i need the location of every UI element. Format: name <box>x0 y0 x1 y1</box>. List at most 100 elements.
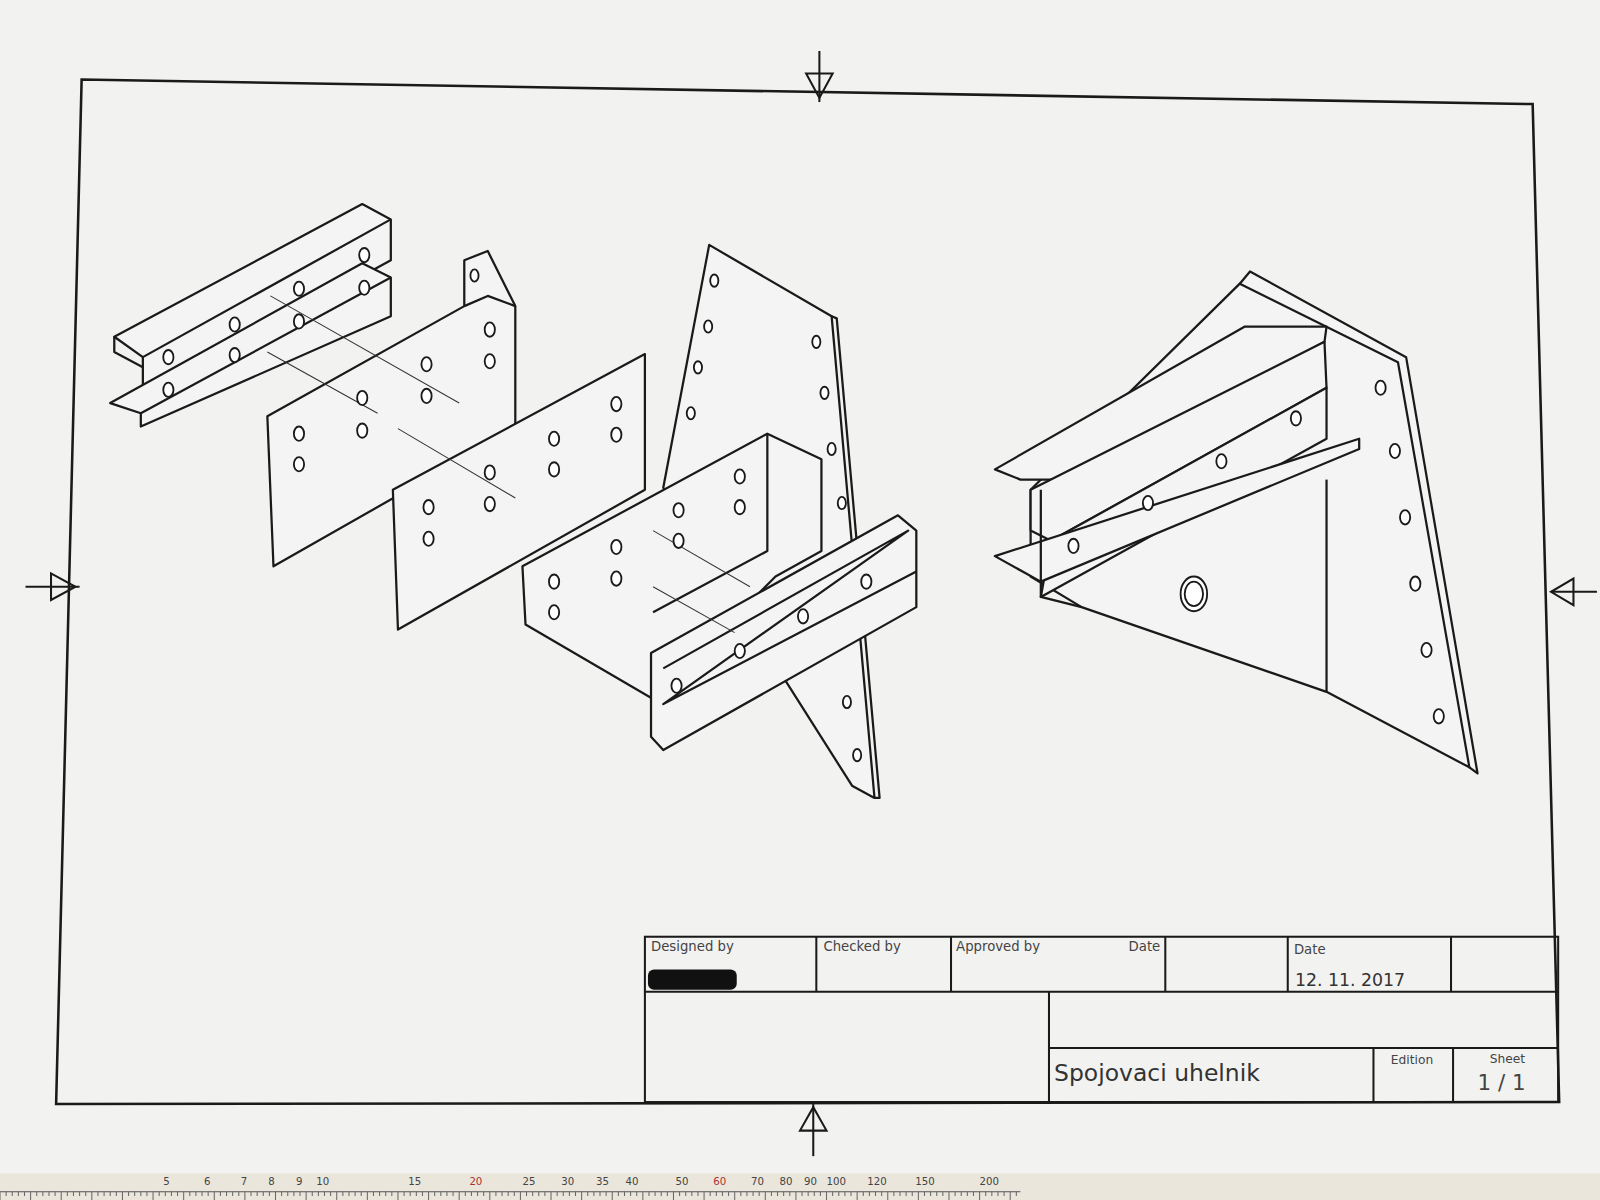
ruler-tick <box>1010 1192 1011 1200</box>
ruler-tick <box>312 1192 313 1196</box>
ruler-tick <box>844 1192 845 1196</box>
ruler-tick <box>753 1192 754 1196</box>
ruler-tick <box>446 1192 447 1196</box>
ruler-tick <box>722 1192 723 1196</box>
ruler-tick <box>355 1192 356 1196</box>
ruler-tick <box>648 1192 649 1196</box>
ruler-tick <box>814 1192 815 1196</box>
ruler-tick <box>575 1192 576 1196</box>
ruler-tick <box>361 1192 362 1196</box>
ruler-number: 200 <box>980 1176 999 1187</box>
ruler-tick <box>759 1192 760 1196</box>
ruler-tick <box>569 1192 570 1196</box>
ruler-tick <box>324 1192 325 1196</box>
ruler-tick <box>851 1192 852 1196</box>
ruler-tick <box>857 1192 858 1200</box>
ruler-tick <box>563 1192 564 1196</box>
ruler-tick <box>808 1192 809 1196</box>
ruler-tick <box>434 1192 435 1196</box>
ruler-tick <box>214 1192 215 1200</box>
ruler-tick <box>606 1192 607 1196</box>
title-block-field: Designed by <box>651 940 734 955</box>
ruler-tick <box>924 1192 925 1196</box>
ruler-tick <box>165 1192 166 1196</box>
ruler-number: 5 <box>163 1176 169 1187</box>
ruler-tick <box>36 1192 37 1196</box>
ruler-number: 15 <box>408 1176 421 1187</box>
ruler-tick <box>459 1192 460 1200</box>
ruler-tick <box>128 1192 129 1196</box>
ruler-tick <box>691 1192 692 1196</box>
ruler-tick <box>899 1192 900 1196</box>
ruler-tick <box>636 1192 637 1196</box>
ruler-tick <box>630 1192 631 1196</box>
ruler-tick <box>710 1192 711 1196</box>
ruler-tick <box>220 1192 221 1196</box>
ruler-number: 6 <box>204 1176 210 1187</box>
ruler-number: 8 <box>268 1176 274 1187</box>
ruler-tick <box>961 1192 962 1196</box>
ruler-tick <box>202 1192 203 1196</box>
ruler-tick <box>269 1192 270 1196</box>
ruler-tick <box>18 1192 19 1196</box>
ruler-tick <box>642 1192 643 1200</box>
ruler-tick <box>502 1192 503 1196</box>
ruler-tick <box>838 1192 839 1196</box>
ruler-tick <box>287 1192 288 1196</box>
ruler-tick <box>826 1192 827 1200</box>
ruler-tick <box>820 1192 821 1196</box>
ruler-tick <box>948 1192 949 1200</box>
ruler-number: 30 <box>561 1176 574 1187</box>
ruler-tick <box>226 1192 227 1196</box>
ruler-tick <box>391 1192 392 1196</box>
ruler-tick <box>232 1192 233 1196</box>
ruler-tick <box>514 1192 515 1196</box>
ruler-tick <box>48 1192 49 1196</box>
ruler-tick <box>379 1192 380 1196</box>
ruler-tick <box>881 1192 882 1196</box>
title-block-field: Checked by <box>823 940 900 955</box>
ruler-tick <box>912 1192 913 1196</box>
ruler-tick <box>716 1192 717 1196</box>
ruler-tick <box>42 1192 43 1196</box>
ruler-tick <box>385 1192 386 1196</box>
ruler-tick <box>416 1192 417 1196</box>
sheet-number: 1 / 1 <box>1478 1071 1526 1095</box>
ruler-tick <box>79 1192 80 1196</box>
ruler-tick <box>244 1192 245 1200</box>
ruler-tick <box>655 1192 656 1196</box>
ruler-tick <box>440 1192 441 1196</box>
ruler-tick <box>869 1192 870 1196</box>
ruler-tick <box>728 1192 729 1196</box>
ruler-number: 70 <box>751 1176 764 1187</box>
ruler-tick <box>985 1192 986 1196</box>
ruler-tick <box>24 1192 25 1196</box>
date-value: 12. 11. 2017 <box>1295 971 1405 990</box>
ruler-tick <box>557 1192 558 1196</box>
ruler-tick <box>973 1192 974 1196</box>
ruler-tick <box>153 1192 154 1200</box>
ruler-tick <box>367 1192 368 1200</box>
ruler-tick <box>612 1192 613 1200</box>
ruler-tick <box>789 1192 790 1196</box>
ruler-tick <box>832 1192 833 1196</box>
ruler-number: 35 <box>596 1176 609 1187</box>
ruler-tick <box>599 1192 600 1196</box>
drawing-title: Spojovaci uhelnik <box>1054 1061 1260 1087</box>
ruler-tick <box>146 1192 147 1196</box>
title-block-field: Edition <box>1391 1054 1433 1067</box>
ruler-tick <box>667 1192 668 1196</box>
title-block-field: Date <box>1129 940 1161 955</box>
ruler-tick <box>483 1192 484 1196</box>
ruler-tick <box>122 1192 123 1200</box>
ruler-tick <box>410 1192 411 1196</box>
ruler-tick <box>263 1192 264 1196</box>
ruler-number: 25 <box>522 1176 535 1187</box>
ruler-tick <box>967 1192 968 1196</box>
ruler-tick <box>593 1192 594 1196</box>
ruler-tick <box>489 1192 490 1200</box>
ruler-tick <box>422 1192 423 1196</box>
ruler-tick <box>330 1192 331 1196</box>
ruler-tick <box>85 1192 86 1196</box>
ruler-tick <box>1016 1192 1017 1196</box>
